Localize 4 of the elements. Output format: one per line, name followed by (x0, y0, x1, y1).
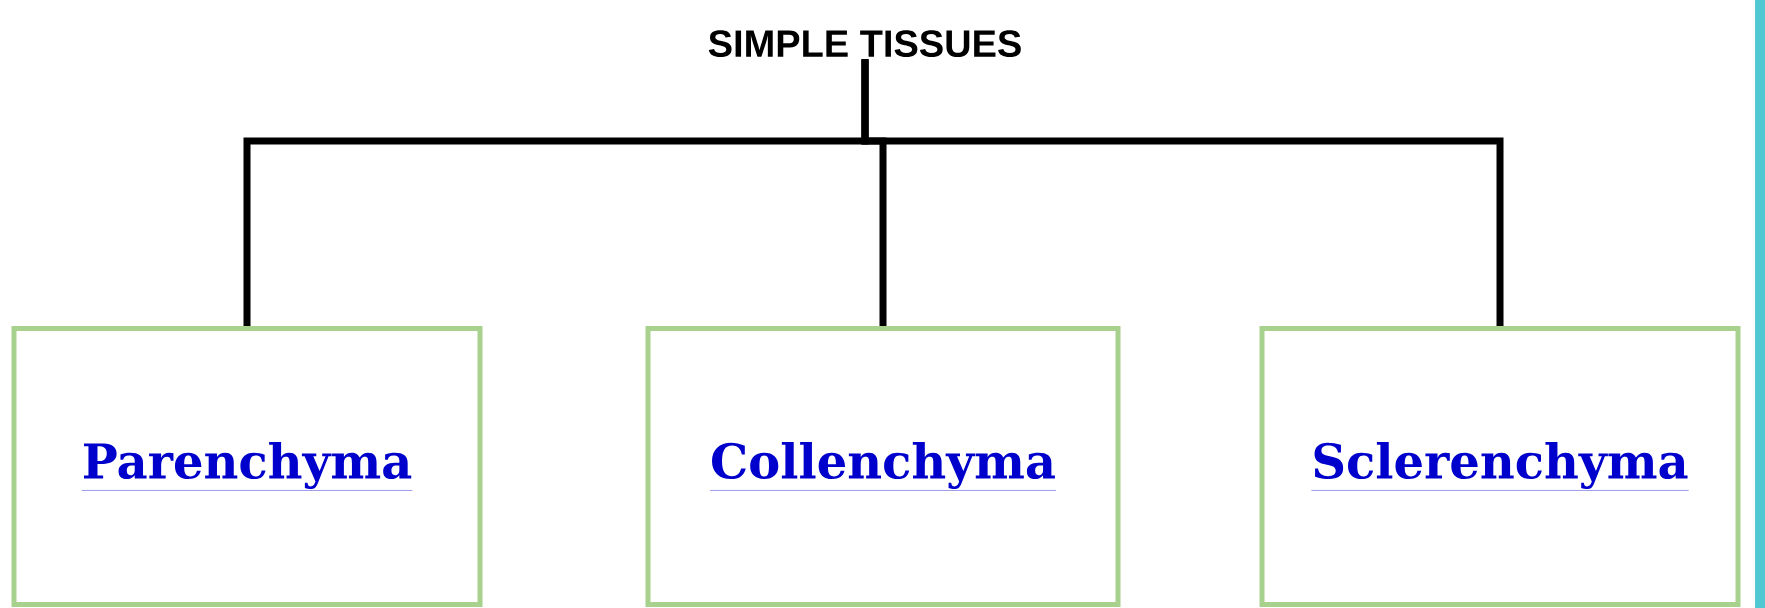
tissue-box: Sclerenchyma (1259, 326, 1741, 607)
heading: SIMPLE TISSUES (708, 30, 1021, 58)
tissue-box: Collenchyma (645, 326, 1121, 607)
tissue-box: Parenchyma (11, 326, 483, 607)
